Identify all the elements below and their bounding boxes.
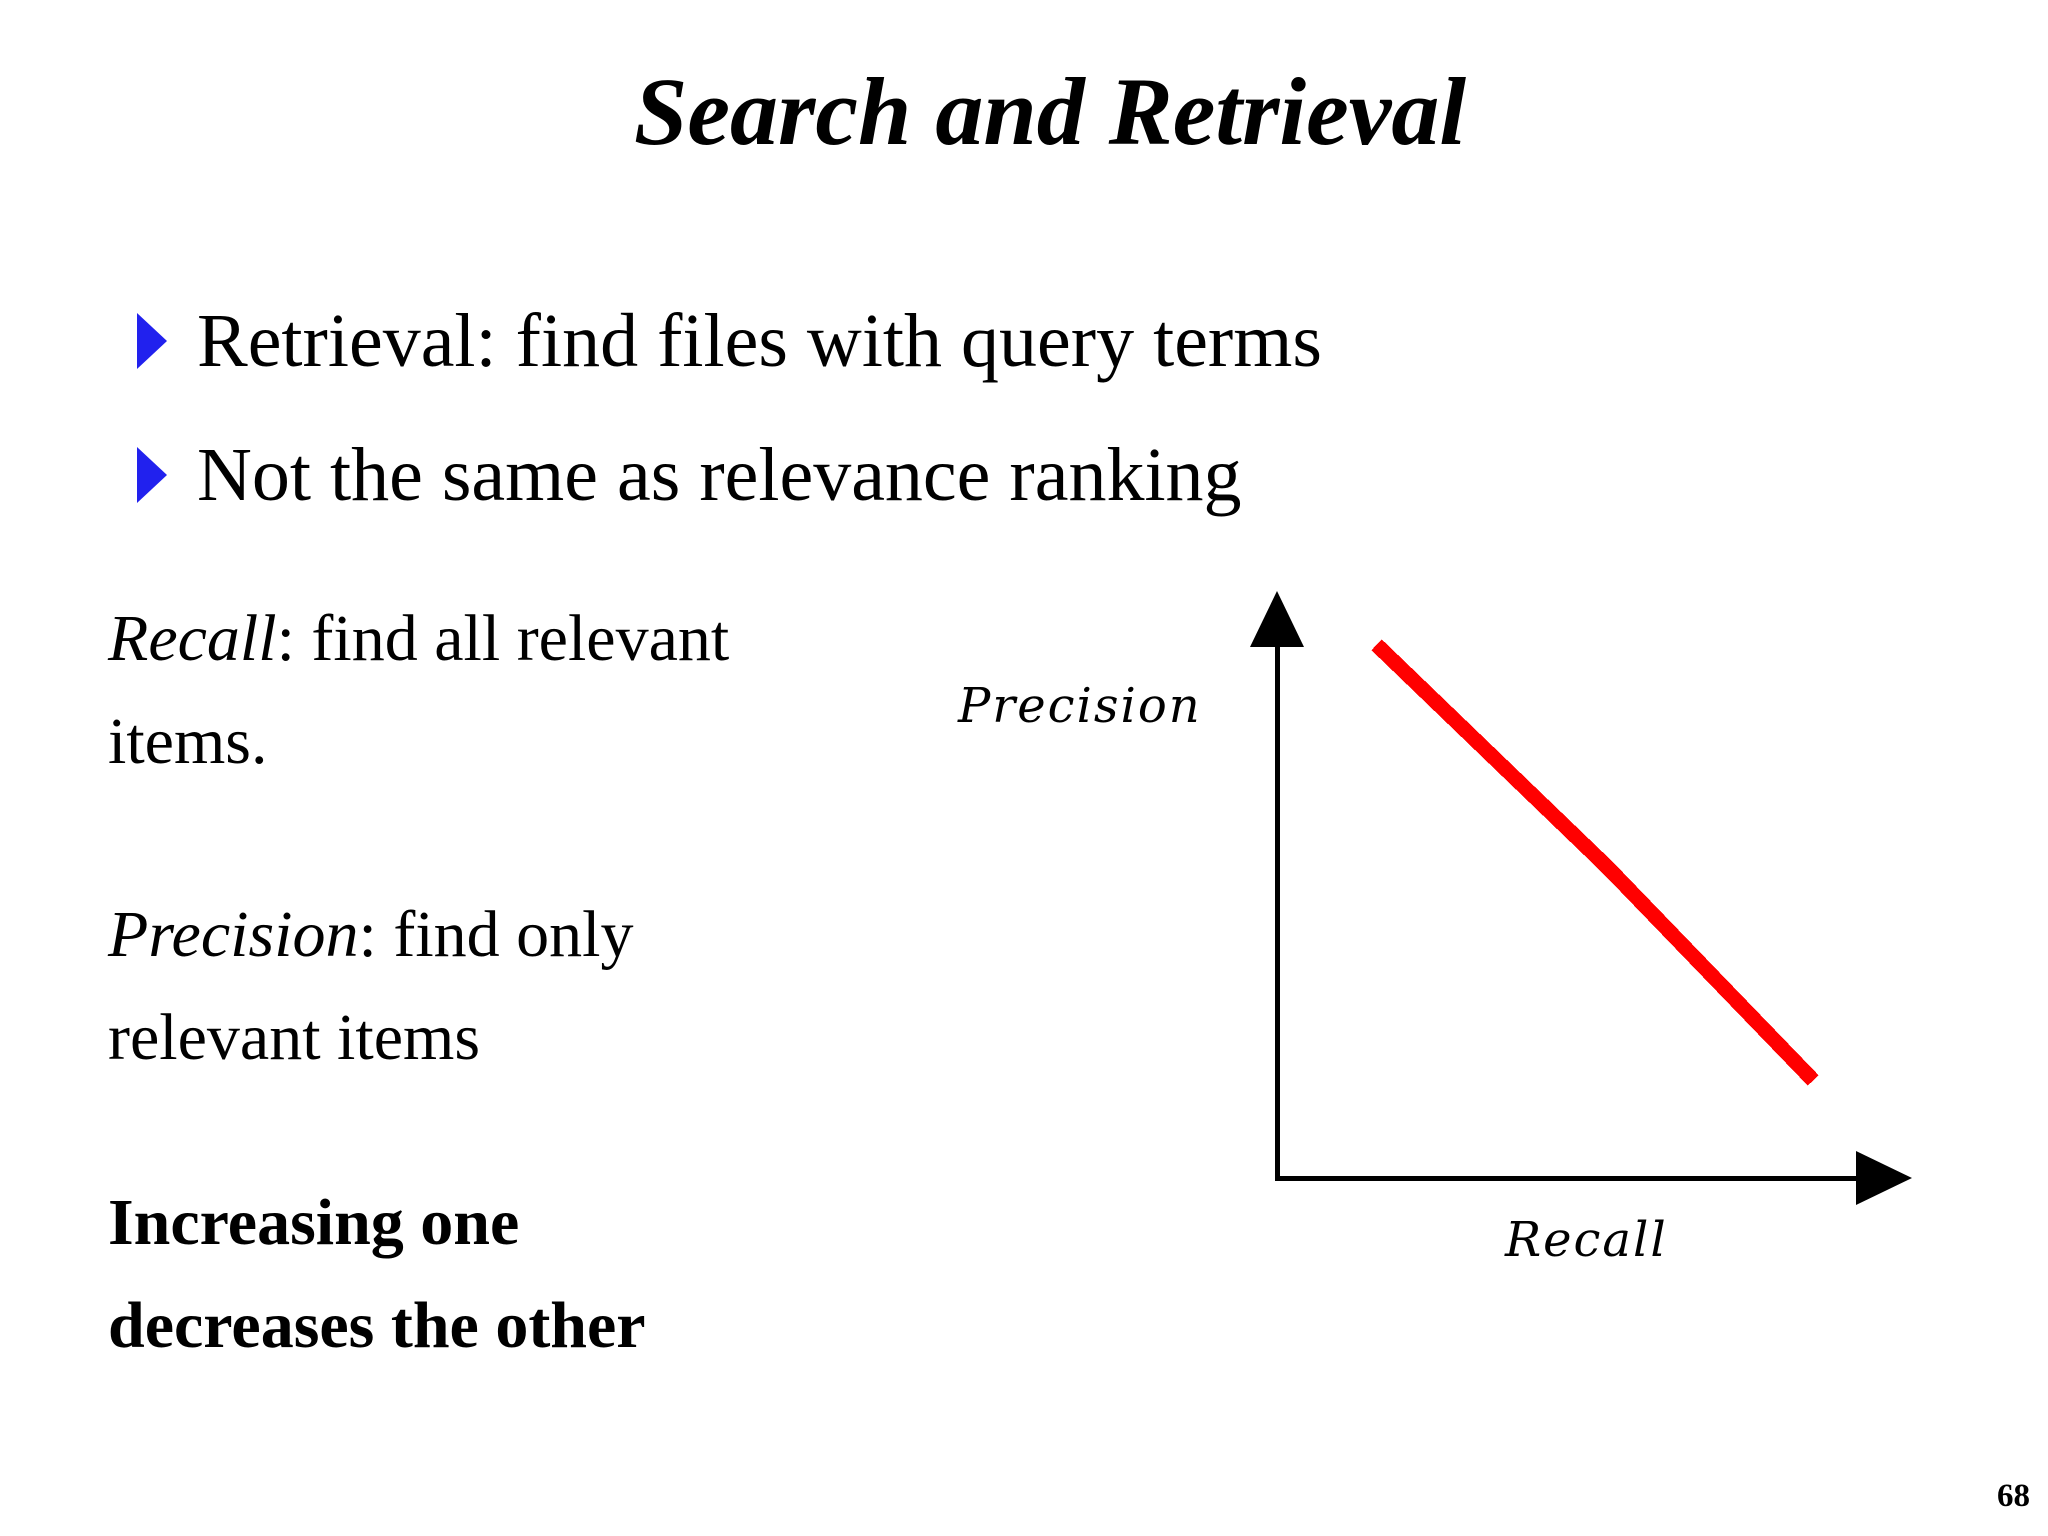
precision-axis-label: Precision [958, 678, 1202, 734]
recall-term: Recall [108, 602, 277, 675]
precision-definition: Precision: find only relevant items [108, 884, 1028, 1090]
arrow-up-icon [1250, 591, 1304, 647]
x-axis-line [1277, 1176, 1858, 1181]
page-number: 68 [1997, 1478, 2030, 1514]
bullet-text: Retrieval: find files with query terms [197, 298, 1322, 383]
bullet-item: Not the same as relevance ranking [137, 428, 1322, 522]
recall-definition-text: : find all relevant items. [108, 602, 730, 778]
recall-axis-label: Recall [1505, 1212, 1668, 1268]
recall-definition: Recall: find all relevant items. [108, 588, 1028, 794]
precision-term: Precision [108, 898, 359, 971]
bullet-list: Retrieval: find files with query terms N… [137, 294, 1322, 562]
y-axis-line [1275, 636, 1280, 1181]
triangle-bullet-icon [137, 447, 167, 503]
tradeoff-line [1371, 639, 1819, 1086]
arrow-right-icon [1856, 1151, 1912, 1205]
bullet-item: Retrieval: find files with query terms [137, 294, 1322, 388]
bullet-text: Not the same as relevance ranking [197, 432, 1242, 517]
precision-definition-text: : find only relevant items [108, 898, 634, 1074]
triangle-bullet-icon [137, 313, 167, 369]
tradeoff-statement: Increasing one decreases the other [108, 1186, 646, 1362]
slide-title: Search and Retrieval [634, 58, 1466, 165]
